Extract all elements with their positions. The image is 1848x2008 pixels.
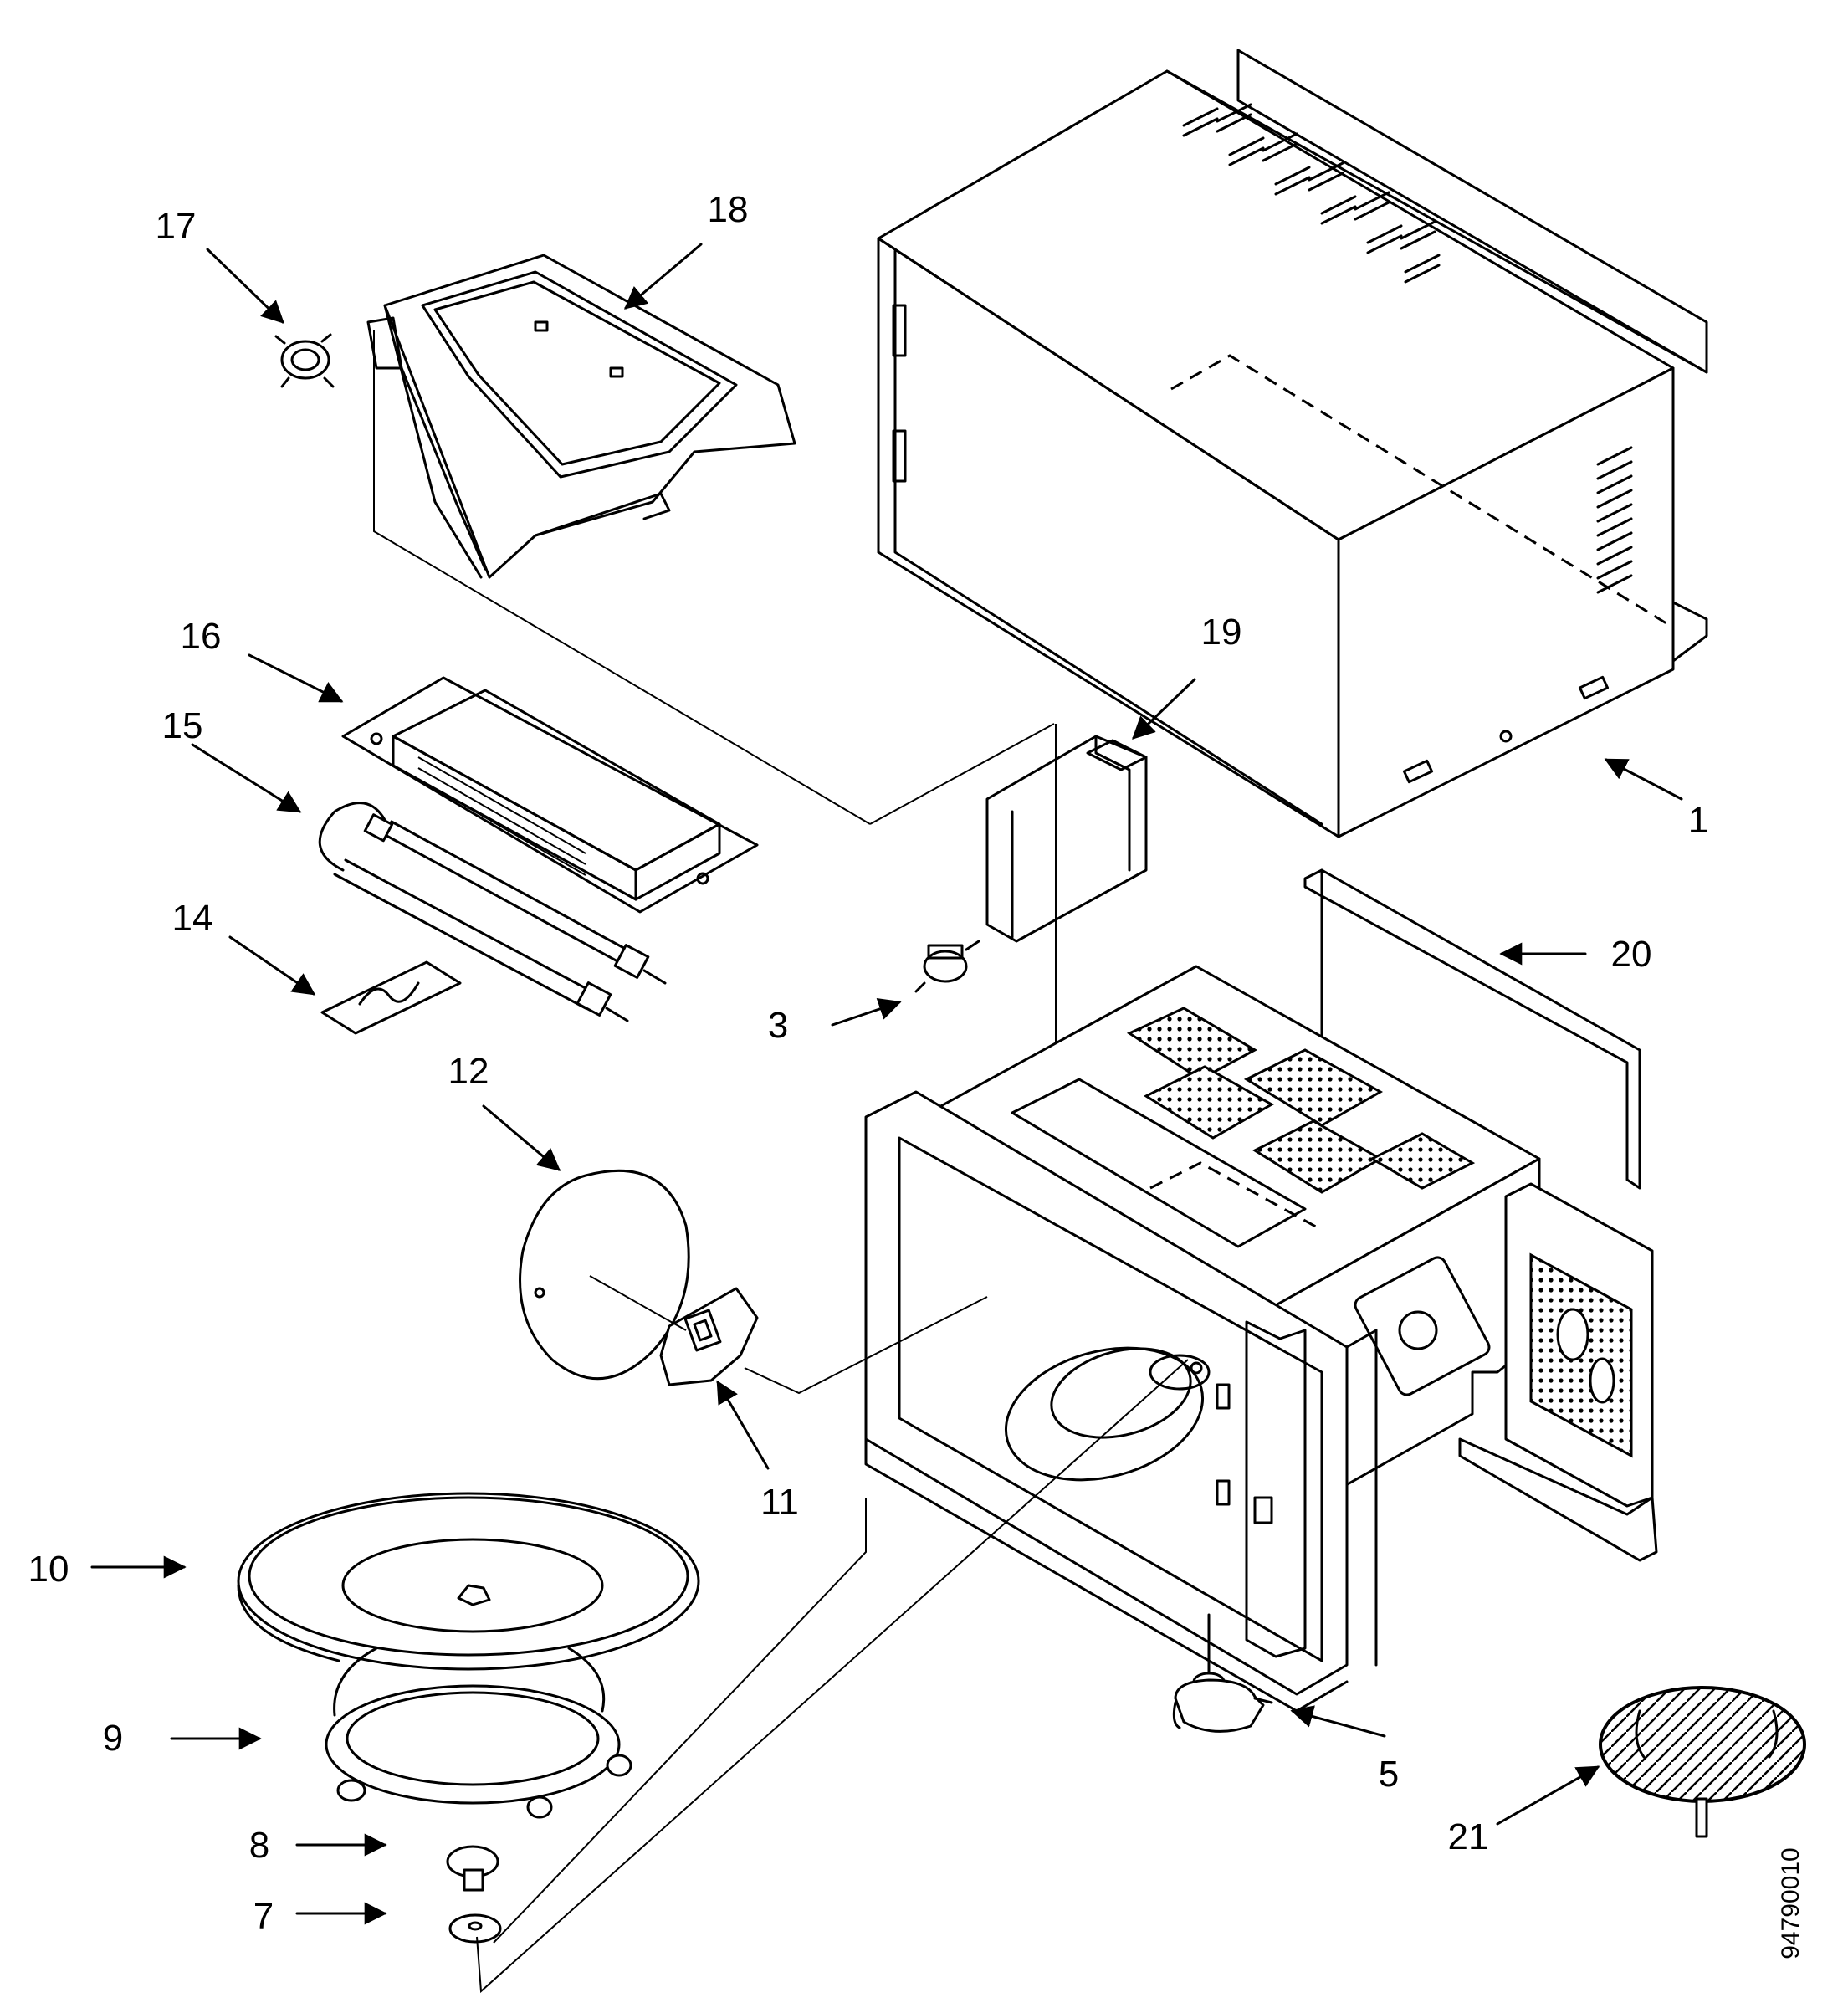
arrow-14	[228, 935, 316, 996]
turntable-plate-part-10	[237, 1492, 700, 1671]
cabinet-top-vents	[1182, 103, 1441, 284]
clip-part-17	[274, 333, 335, 388]
bracket-part-19	[985, 724, 1148, 1046]
oven-chassis	[864, 965, 1658, 1713]
back-panel-part-20	[1303, 868, 1641, 1190]
callout-1: 1	[1688, 800, 1708, 841]
arrow-18	[623, 243, 703, 310]
roller-ring-part-9	[325, 1647, 632, 1819]
washer-part-7	[448, 1359, 1189, 1994]
top-bracket-part-18	[366, 254, 1055, 825]
thermostat-part-3	[914, 940, 980, 993]
leader-arrows	[90, 243, 1683, 1925]
callout-15: 15	[162, 705, 203, 746]
callout-5: 5	[1379, 1754, 1399, 1795]
callout-18: 18	[708, 189, 749, 230]
arrow-15	[191, 743, 302, 813]
callout-14: 14	[172, 898, 213, 939]
arrow-5	[1290, 1705, 1386, 1738]
drawing-code: 94790010	[1777, 1847, 1804, 1959]
heater-element-part-15	[318, 802, 667, 1022]
callout-10: 10	[28, 1549, 69, 1590]
stirrer-mount-part-11	[589, 1275, 988, 1395]
arrow-17	[206, 248, 284, 324]
arrow-11	[716, 1380, 770, 1470]
wire-rack-part-21	[1599, 1686, 1806, 1838]
cabinet-side-vents	[1596, 446, 1633, 594]
callout-9: 9	[103, 1718, 123, 1759]
callout-20: 20	[1611, 934, 1652, 975]
callout-labels: 1 3 5 7 8 9 10 11 12 14 15 16 17 18 19 2…	[28, 189, 1709, 1937]
callout-21: 21	[1448, 1816, 1489, 1857]
arrow-1	[1604, 758, 1683, 801]
callout-19: 19	[1201, 612, 1242, 653]
callout-7: 7	[253, 1896, 274, 1937]
callout-8: 8	[249, 1825, 269, 1866]
turntable-motor-part-5	[1172, 1613, 1273, 1733]
arrow-16	[248, 653, 344, 703]
arrow-21	[1496, 1765, 1600, 1826]
coupler-part-8	[446, 1845, 499, 1892]
outer-cabinet-part-1	[877, 49, 1708, 838]
arrow-3	[831, 997, 902, 1027]
arrow-12	[482, 1104, 561, 1171]
bracket-part-14	[320, 960, 462, 1035]
callout-12: 12	[448, 1051, 489, 1092]
callout-3: 3	[768, 1005, 788, 1046]
callout-11: 11	[760, 1482, 799, 1523]
heater-cover-holes	[417, 756, 586, 876]
stirrer-cover-part-12	[519, 1169, 690, 1380]
heater-cover-part-16	[341, 676, 759, 914]
arrow-19	[1132, 678, 1196, 740]
callout-17: 17	[156, 206, 197, 247]
callout-16: 16	[181, 616, 222, 657]
